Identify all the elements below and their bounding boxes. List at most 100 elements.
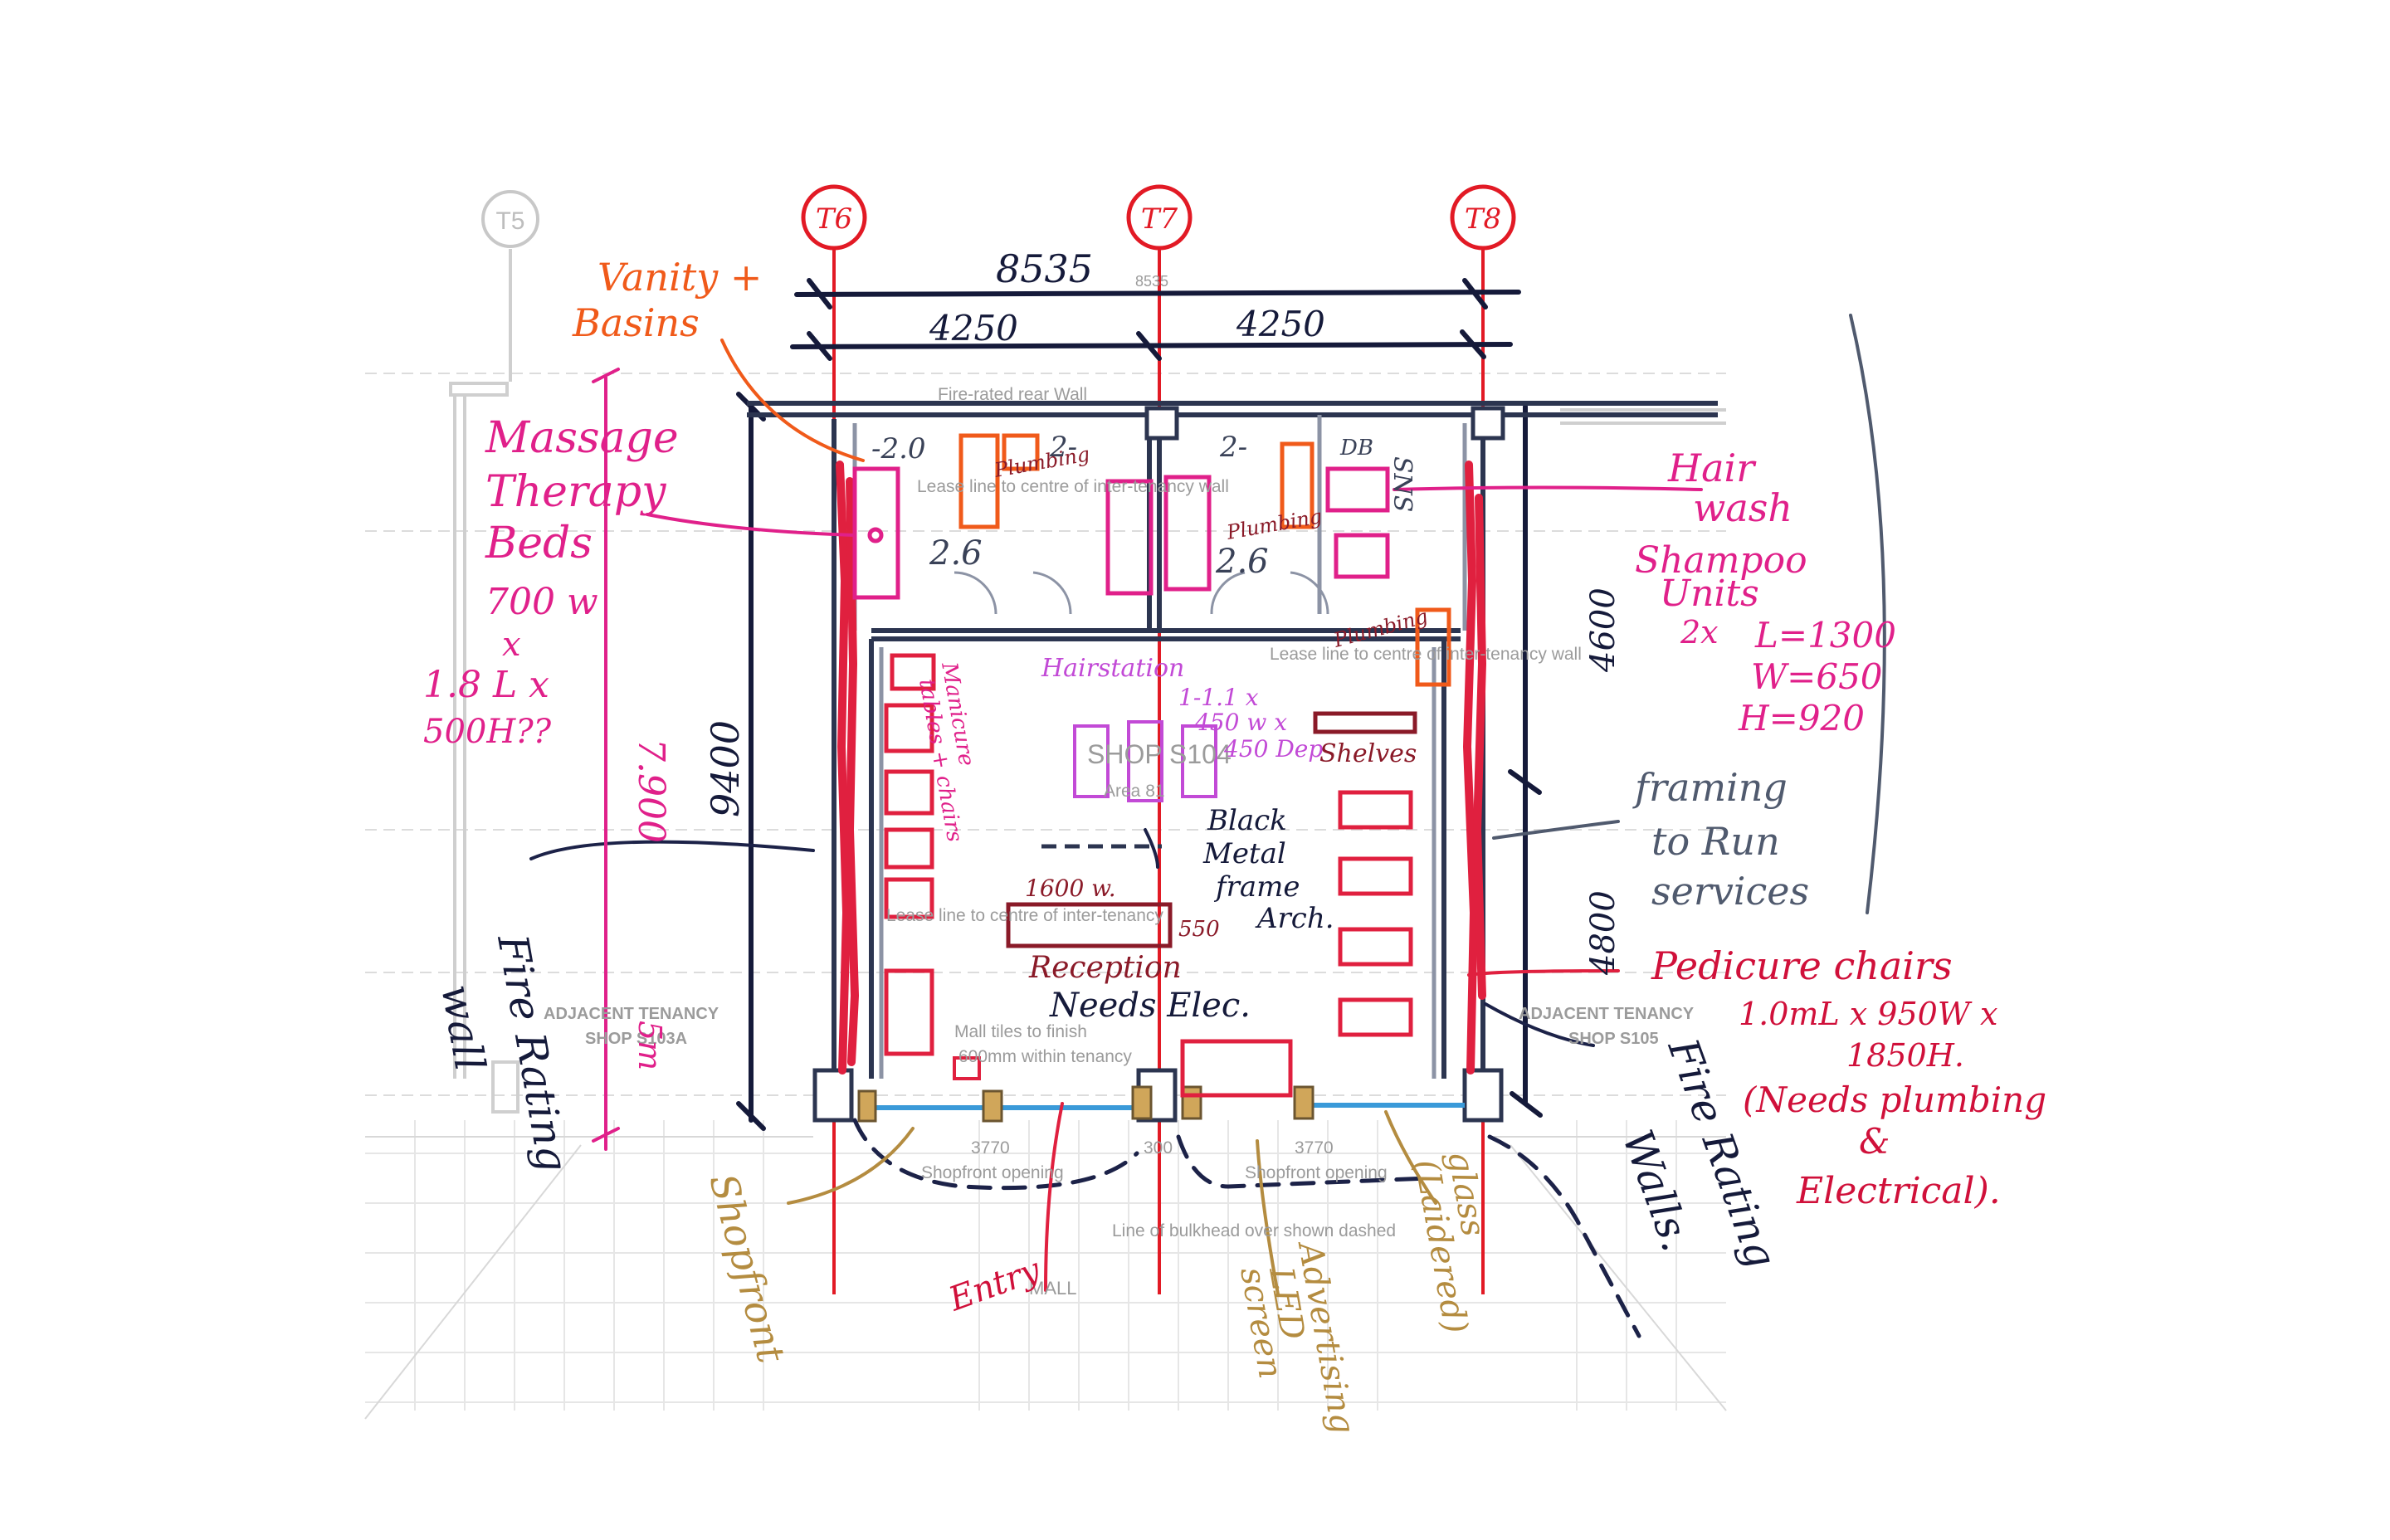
svg-text:1.8 L x: 1.8 L x	[423, 664, 549, 706]
manicure-stations	[884, 653, 936, 1056]
annotation-hairstation: Hairstation 1-1.1 x 450 w x 450 Dep	[1041, 654, 1323, 763]
svg-text:700 w: 700 w	[485, 581, 598, 623]
overall-faint-dim: 8535	[1135, 273, 1168, 290]
dimension-lines	[736, 278, 1543, 1131]
svg-text:Metal: Metal	[1202, 837, 1286, 870]
shopfront-left-label: Shopfront opening	[921, 1163, 1064, 1182]
svg-text:Shampoo: Shampoo	[1635, 539, 1807, 582]
annotation-entry: Entry	[944, 1250, 1046, 1319]
room-tag-3: 2-	[1219, 431, 1247, 464]
room-tag-1: -2.0	[871, 432, 926, 465]
svg-text:x: x	[502, 626, 521, 664]
grid-marker-t7: T7	[1126, 184, 1193, 251]
svg-text:Vanity +: Vanity +	[598, 255, 762, 300]
svg-text:450 Dep: 450 Dep	[1223, 735, 1323, 763]
svg-text:T6: T6	[816, 202, 852, 236]
annotation-fire-right: Fire Rating Walls.	[1613, 1031, 1786, 1274]
svg-text:framing: framing	[1632, 765, 1788, 810]
lease-line-upper-label: Lease line to centre of inter-tenancy wa…	[917, 477, 1229, 496]
svg-text:wall: wall	[432, 981, 494, 1075]
grid-marker-t8: T8	[1450, 184, 1516, 251]
svg-text:Pedicure chairs: Pedicure chairs	[1651, 943, 1953, 988]
svg-text:Hairstation: Hairstation	[1041, 654, 1184, 683]
hair-wash-units	[1325, 466, 1390, 579]
shop-area-label: Area 81	[1104, 782, 1165, 801]
adjacent-left-label-2: SHOP S103A	[585, 1030, 687, 1048]
annotation-framing: framing to Run services	[1632, 765, 1809, 914]
shop-number-label: SHOP S104	[1087, 739, 1232, 769]
svg-text:T5: T5	[495, 207, 524, 235]
svg-text:T7: T7	[1141, 202, 1178, 236]
svg-text:Entry: Entry	[944, 1250, 1046, 1319]
svg-text:(Needs plumbing: (Needs plumbing	[1743, 1079, 2046, 1120]
mall-perspective-lines	[364, 1136, 1727, 1420]
leader-lines	[529, 314, 1886, 1296]
entry-door-marker	[953, 1056, 981, 1080]
svg-text:Shopfront: Shopfront	[700, 1169, 794, 1368]
svg-text:H=920: H=920	[1738, 698, 1865, 738]
annotation-black-metal: Black Metal frame Arch.	[1202, 804, 1334, 935]
bay-right-dimension: 4250	[1236, 304, 1325, 344]
hairstation-units	[1073, 720, 1217, 802]
svg-text:to Run: to Run	[1651, 819, 1780, 864]
bay-left-dimension: 4250	[929, 308, 1018, 348]
reception-desk	[1006, 902, 1173, 948]
annotation-vanity: Vanity + Basins	[572, 255, 762, 345]
depth-right-upper-dimension: 4600	[1584, 587, 1622, 673]
frontage-mid-dim: 300	[1144, 1138, 1173, 1157]
annotation-advertising: Advertising LED screen	[1232, 1236, 1362, 1437]
annotation-glass: glass (Laidered)	[1407, 1148, 1492, 1337]
lease-line-upper-right-label: Lease line to centre of inter-tenancy wa…	[1270, 645, 1582, 664]
rear-doors	[954, 571, 1329, 615]
svg-text:2x: 2x	[1680, 614, 1719, 651]
annotation-shelves: Shelves	[1319, 739, 1417, 768]
annotation-reception: Reception	[1028, 951, 1182, 985]
faint-adjacent-walls	[449, 249, 1726, 1114]
annotation-hairwash: Hair wash	[1667, 446, 1792, 530]
depth-5m-mark: 5m	[632, 1021, 668, 1070]
frontage-left-dim: 3770	[971, 1138, 1010, 1157]
grid-marker-t6: T6	[801, 184, 867, 251]
bulkhead-label: Line of bulkhead over shown dashed	[1112, 1221, 1396, 1240]
svg-text:Black: Black	[1207, 804, 1287, 837]
svg-text:services: services	[1651, 869, 1809, 914]
svg-text:Massage: Massage	[485, 413, 679, 463]
svg-text:1850H.: 1850H.	[1846, 1037, 1964, 1074]
mall-floor-grid	[365, 1120, 1726, 1411]
adjacent-right-label-1: ADJACENT TENANCY	[1519, 1005, 1695, 1023]
shelves-unit	[1313, 711, 1417, 734]
annotation-shampoo: Shampoo Units 2x L=1300 W=650 H=920	[1635, 539, 1896, 738]
adjacent-right-label-2: SHOP S105	[1568, 1030, 1659, 1048]
bulkhead-dashed	[852, 1118, 1641, 1338]
svg-text:450 w x: 450 w x	[1194, 709, 1287, 736]
svg-text:Beds: Beds	[485, 519, 593, 568]
vanity-basins	[958, 433, 1451, 687]
frontage-right-dim: 3770	[1295, 1138, 1334, 1157]
overall-dimension: 8535	[996, 246, 1093, 291]
annotation-needs-elec: Needs Elec.	[1049, 987, 1251, 1025]
svg-text:Hair: Hair	[1667, 446, 1757, 490]
svg-text:T8: T8	[1465, 202, 1501, 236]
svg-text:Units: Units	[1660, 573, 1759, 615]
annotation-pedicure: Pedicure chairs 1.0mL x 950W x 1850H. (N…	[1651, 943, 2046, 1212]
svg-text:frame: frame	[1213, 870, 1300, 904]
shopfront-glazing	[863, 1103, 1465, 1110]
massage-beds	[852, 466, 1212, 600]
adjacent-left-label-1: ADJACENT TENANCY	[544, 1005, 719, 1023]
depth-left-dimension: 7.900	[630, 738, 672, 843]
ceiling-height-right: 2.6	[1215, 543, 1269, 581]
svg-text:1.0mL x 950W x: 1.0mL x 950W x	[1739, 996, 1997, 1032]
svg-text:W=650: W=650	[1751, 656, 1883, 697]
room-tag-2: 2-	[1049, 431, 1077, 464]
mall-tiles-label-1: Mall tiles to finish	[954, 1022, 1087, 1041]
doors-mark: SNS	[1388, 456, 1417, 512]
annotation-reception-width: 1600 w.	[1025, 875, 1116, 902]
lease-line-lower-label: Lease line to centre of inter-tenancy	[886, 906, 1163, 925]
svg-text:1-1.1 x: 1-1.1 x	[1178, 684, 1259, 711]
db-label: DB	[1339, 436, 1373, 461]
ceiling-height-left: 2.6	[929, 534, 983, 573]
annotation-massage: Massage Therapy Beds 700 w x 1.8 L x 500…	[423, 413, 679, 751]
grid-marker-t5: T5	[481, 190, 539, 248]
svg-text:Arch.: Arch.	[1255, 902, 1334, 935]
